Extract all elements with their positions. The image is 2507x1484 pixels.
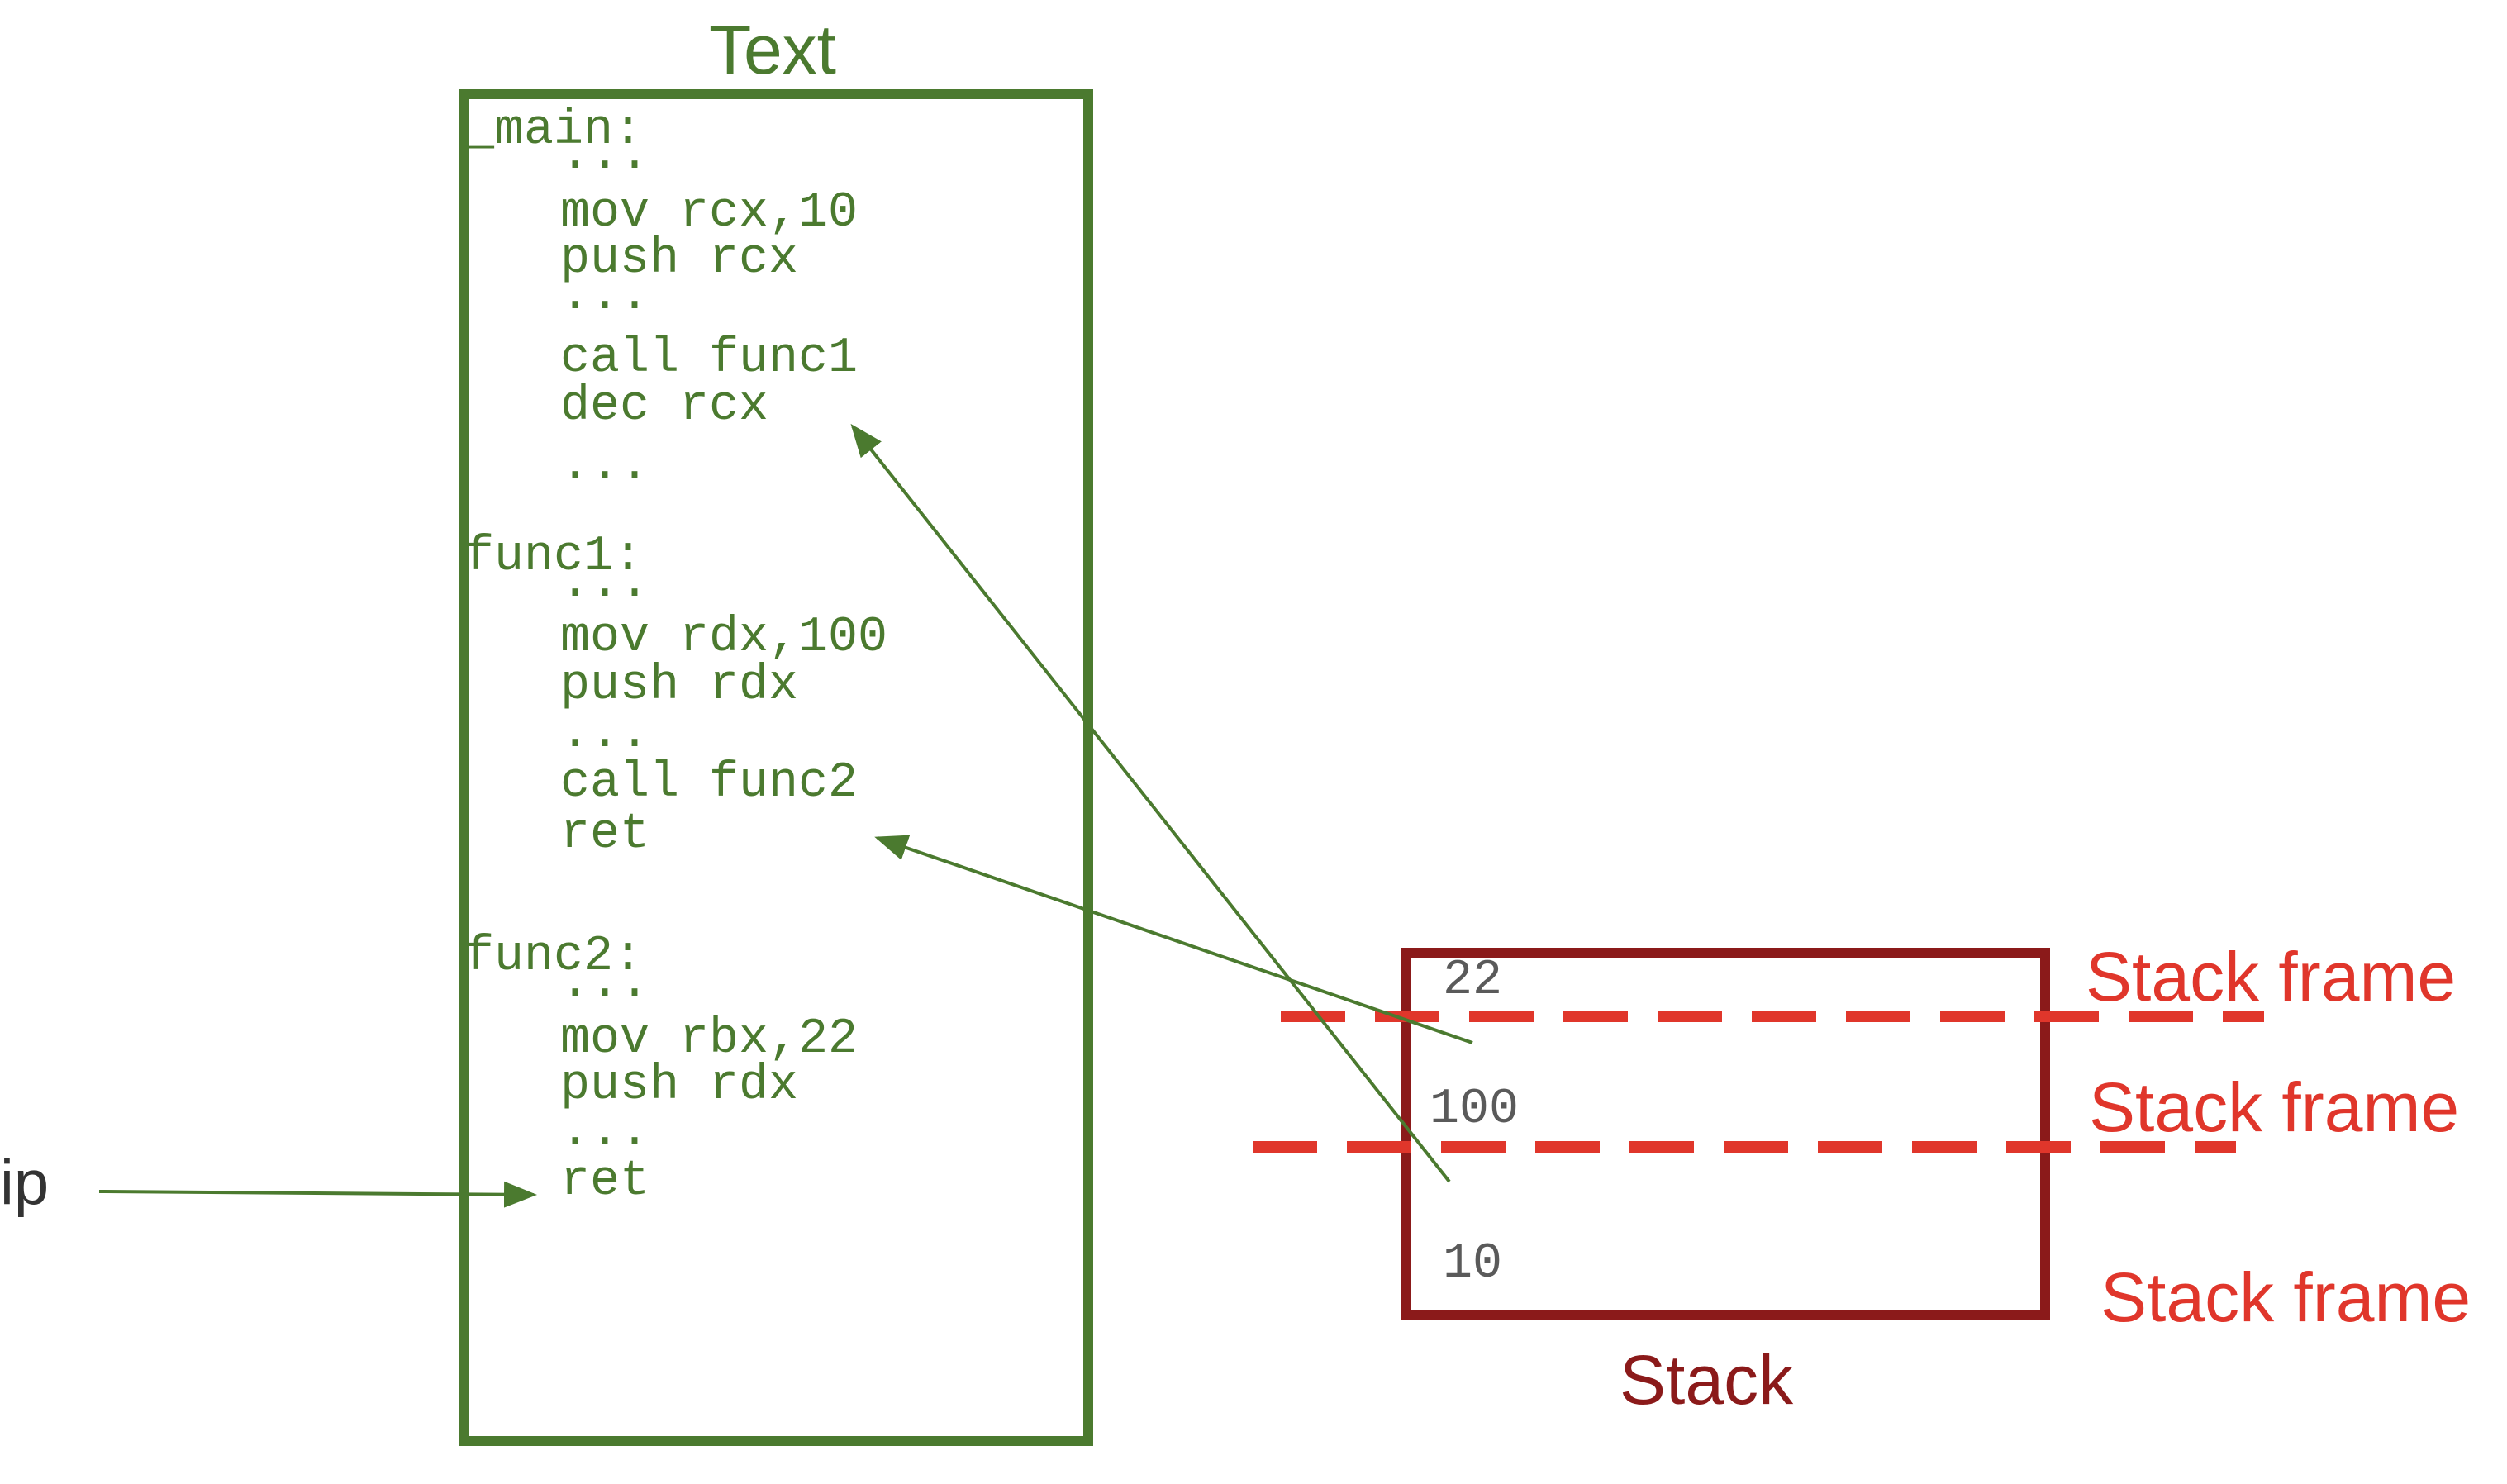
- stack-title: Stack: [1620, 1341, 1794, 1419]
- stack-frame-label-top: Stack frame: [2086, 938, 2457, 1015]
- code-line-push-rdx: push rdx: [560, 658, 799, 714]
- code-line-ellipsis: ...: [560, 127, 650, 183]
- text-segment-box: [459, 89, 1093, 1446]
- stack-frame-label-bottom: Stack frame: [2100, 1258, 2471, 1336]
- stack-box: [1401, 948, 2050, 1320]
- return-arrow-to-ret: [874, 835, 1473, 1044]
- code-line-ellipsis: ...: [560, 706, 650, 762]
- code-line-mov-rdx: mov rdx,100: [560, 610, 888, 666]
- code-line-call-func2: call func2: [560, 755, 859, 811]
- code-line-ellipsis: ...: [560, 955, 650, 1011]
- return-arrow-to-dec-rcx: [850, 423, 1451, 1183]
- code-line-push-rcx: push rcx: [560, 231, 799, 288]
- stack-value-22: 22: [1443, 953, 1503, 1009]
- code-line-mov-rbx: mov rbx,22: [560, 1011, 859, 1068]
- code-line-mov-rcx: mov rcx,10: [560, 185, 859, 241]
- code-line-dec-rcx: dec rcx: [560, 378, 769, 435]
- code-line-func1-label: func1:: [464, 529, 644, 585]
- code-line-ellipsis: ...: [560, 268, 650, 324]
- code-line-ret-current: ret: [560, 1153, 650, 1210]
- code-line-ellipsis: ...: [560, 1104, 650, 1160]
- ip-arrow: [98, 1181, 537, 1208]
- stack-value-10: 10: [1443, 1236, 1503, 1292]
- text-segment-title: Text: [708, 11, 837, 88]
- code-line-main-label: _main:: [464, 102, 644, 159]
- stack-value-100: 100: [1430, 1082, 1520, 1138]
- code-line-func2-label: func2:: [464, 929, 644, 985]
- instruction-pointer-label: ip: [0, 1148, 50, 1218]
- stack-frame-label-middle: Stack frame: [2089, 1068, 2460, 1146]
- code-line-push-rdx: push rdx: [560, 1058, 799, 1114]
- code-line-call-func1: call func1: [560, 331, 859, 387]
- code-line-ellipsis: ...: [560, 438, 650, 494]
- code-line-ret: ret: [560, 806, 650, 863]
- code-line-ellipsis: ...: [560, 555, 650, 611]
